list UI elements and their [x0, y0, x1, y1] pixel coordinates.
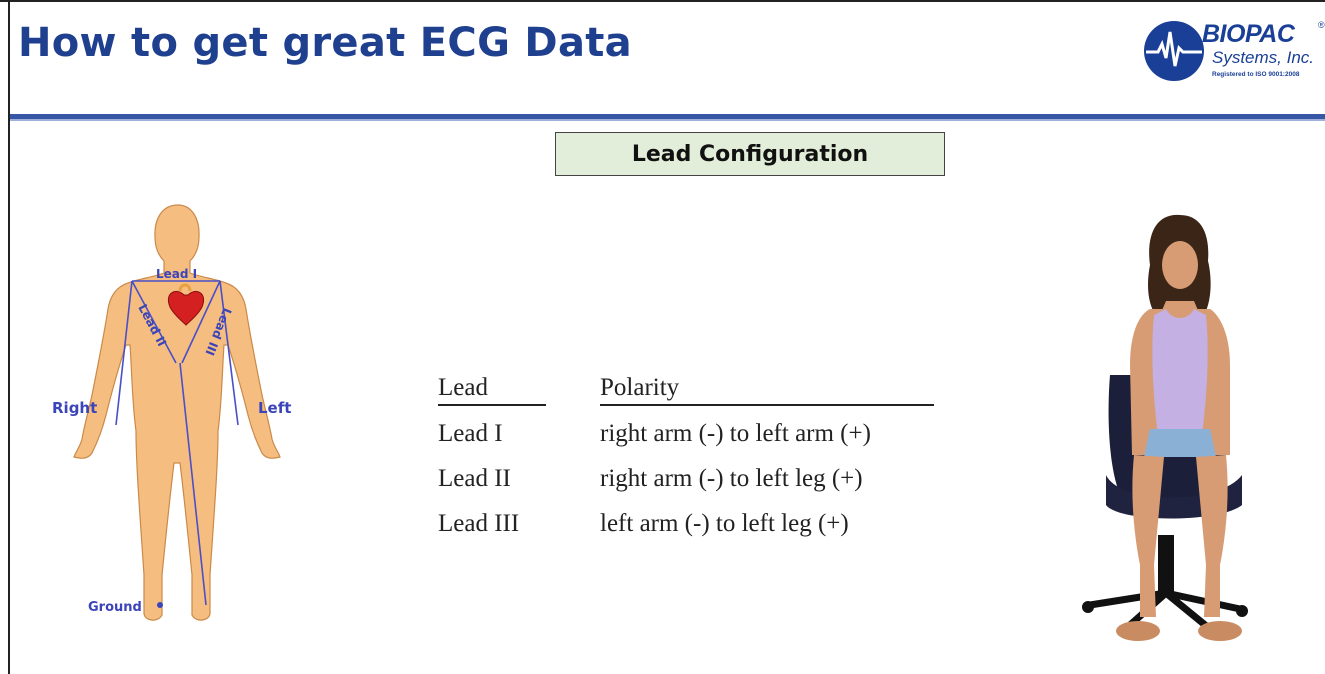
lead-header-underline — [438, 404, 546, 406]
logo-registered-mark: ® — [1318, 20, 1325, 30]
section-title-box: Lead Configuration — [555, 132, 945, 176]
polarity-header-underline — [600, 404, 934, 406]
logo-subtitle: Systems, Inc. — [1212, 48, 1315, 67]
table-row-3-lead: Lead III — [438, 510, 520, 537]
right-label: Right — [52, 399, 97, 417]
body-silhouette — [73, 204, 281, 621]
logo-name: BIOPAC — [1202, 20, 1295, 48]
biopac-globe-icon — [1144, 21, 1204, 81]
presenter-image — [1082, 214, 1248, 641]
left-label: Left — [258, 399, 291, 417]
lead-header: Lead — [438, 374, 488, 401]
table-row-1-lead: Lead I — [438, 420, 503, 447]
logo-iso-note: Registered to ISO 9001:2008 — [1212, 71, 1300, 78]
heart-icon — [168, 283, 204, 326]
lead-iii-line — [181, 280, 221, 364]
lead-ii-line — [131, 280, 177, 364]
left-arm-lead-wire — [219, 280, 239, 426]
einthoven-triangle — [115, 280, 239, 606]
slide-frame-top — [0, 0, 1325, 2]
title-divider — [10, 114, 1325, 119]
table-row-3-polarity: left arm (-) to left leg (+) — [600, 510, 849, 537]
title-divider-shadow — [10, 119, 1325, 121]
section-title: Lead Configuration — [631, 141, 869, 167]
table-row-2-polarity: right arm (-) to left leg (+) — [600, 465, 863, 492]
biopac-logo: BIOPAC ® Systems, Inc. Registered to ISO… — [1140, 18, 1325, 88]
slide-title: How to get great ECG Data — [18, 20, 632, 66]
right-arm-lead-wire — [115, 280, 133, 426]
left-leg-lead-wire — [179, 362, 207, 606]
table-row-2-lead: Lead II — [438, 465, 511, 492]
table-row-1-polarity: right arm (-) to left arm (+) — [600, 420, 871, 447]
slide-frame-left — [8, 0, 10, 674]
ground-label: Ground — [88, 600, 142, 615]
lead-i-label: Lead I — [156, 267, 197, 281]
polarity-header: Polarity — [600, 374, 680, 401]
person — [1116, 214, 1242, 641]
ground-electrode-dot — [157, 602, 163, 608]
ecg-body-diagram: Lead I Lead II Lead III Right Left Groun… — [52, 204, 291, 621]
